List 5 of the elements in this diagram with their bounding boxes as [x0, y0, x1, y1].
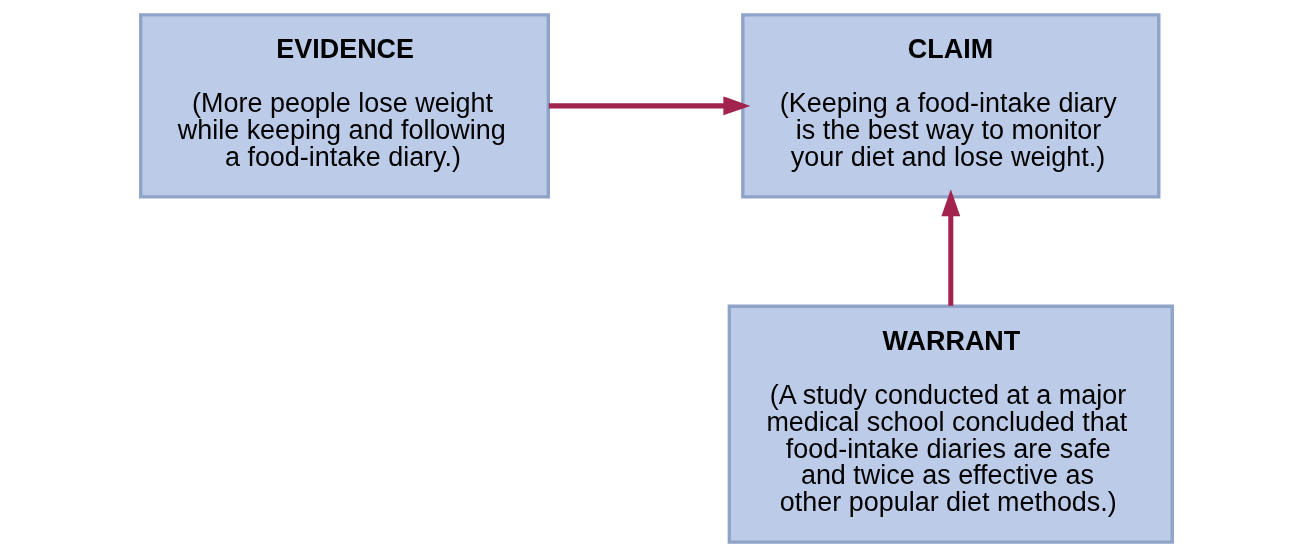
node-box: CLAIM (Keeping a food-intake diary is the best way to monitor your diet and lose weight.) — [740, 13, 1160, 199]
arrow — [548, 96, 750, 116]
arrow — [940, 189, 960, 306]
node-box: WARRANT (A study conducted at a major medical school concluded that food-intake diaries are safe and twice as effective as other popular diet methods.) — [727, 304, 1174, 544]
node-box: EVIDENCE (More people lose weight while keeping and following a food-intake diary.) — [138, 13, 550, 199]
